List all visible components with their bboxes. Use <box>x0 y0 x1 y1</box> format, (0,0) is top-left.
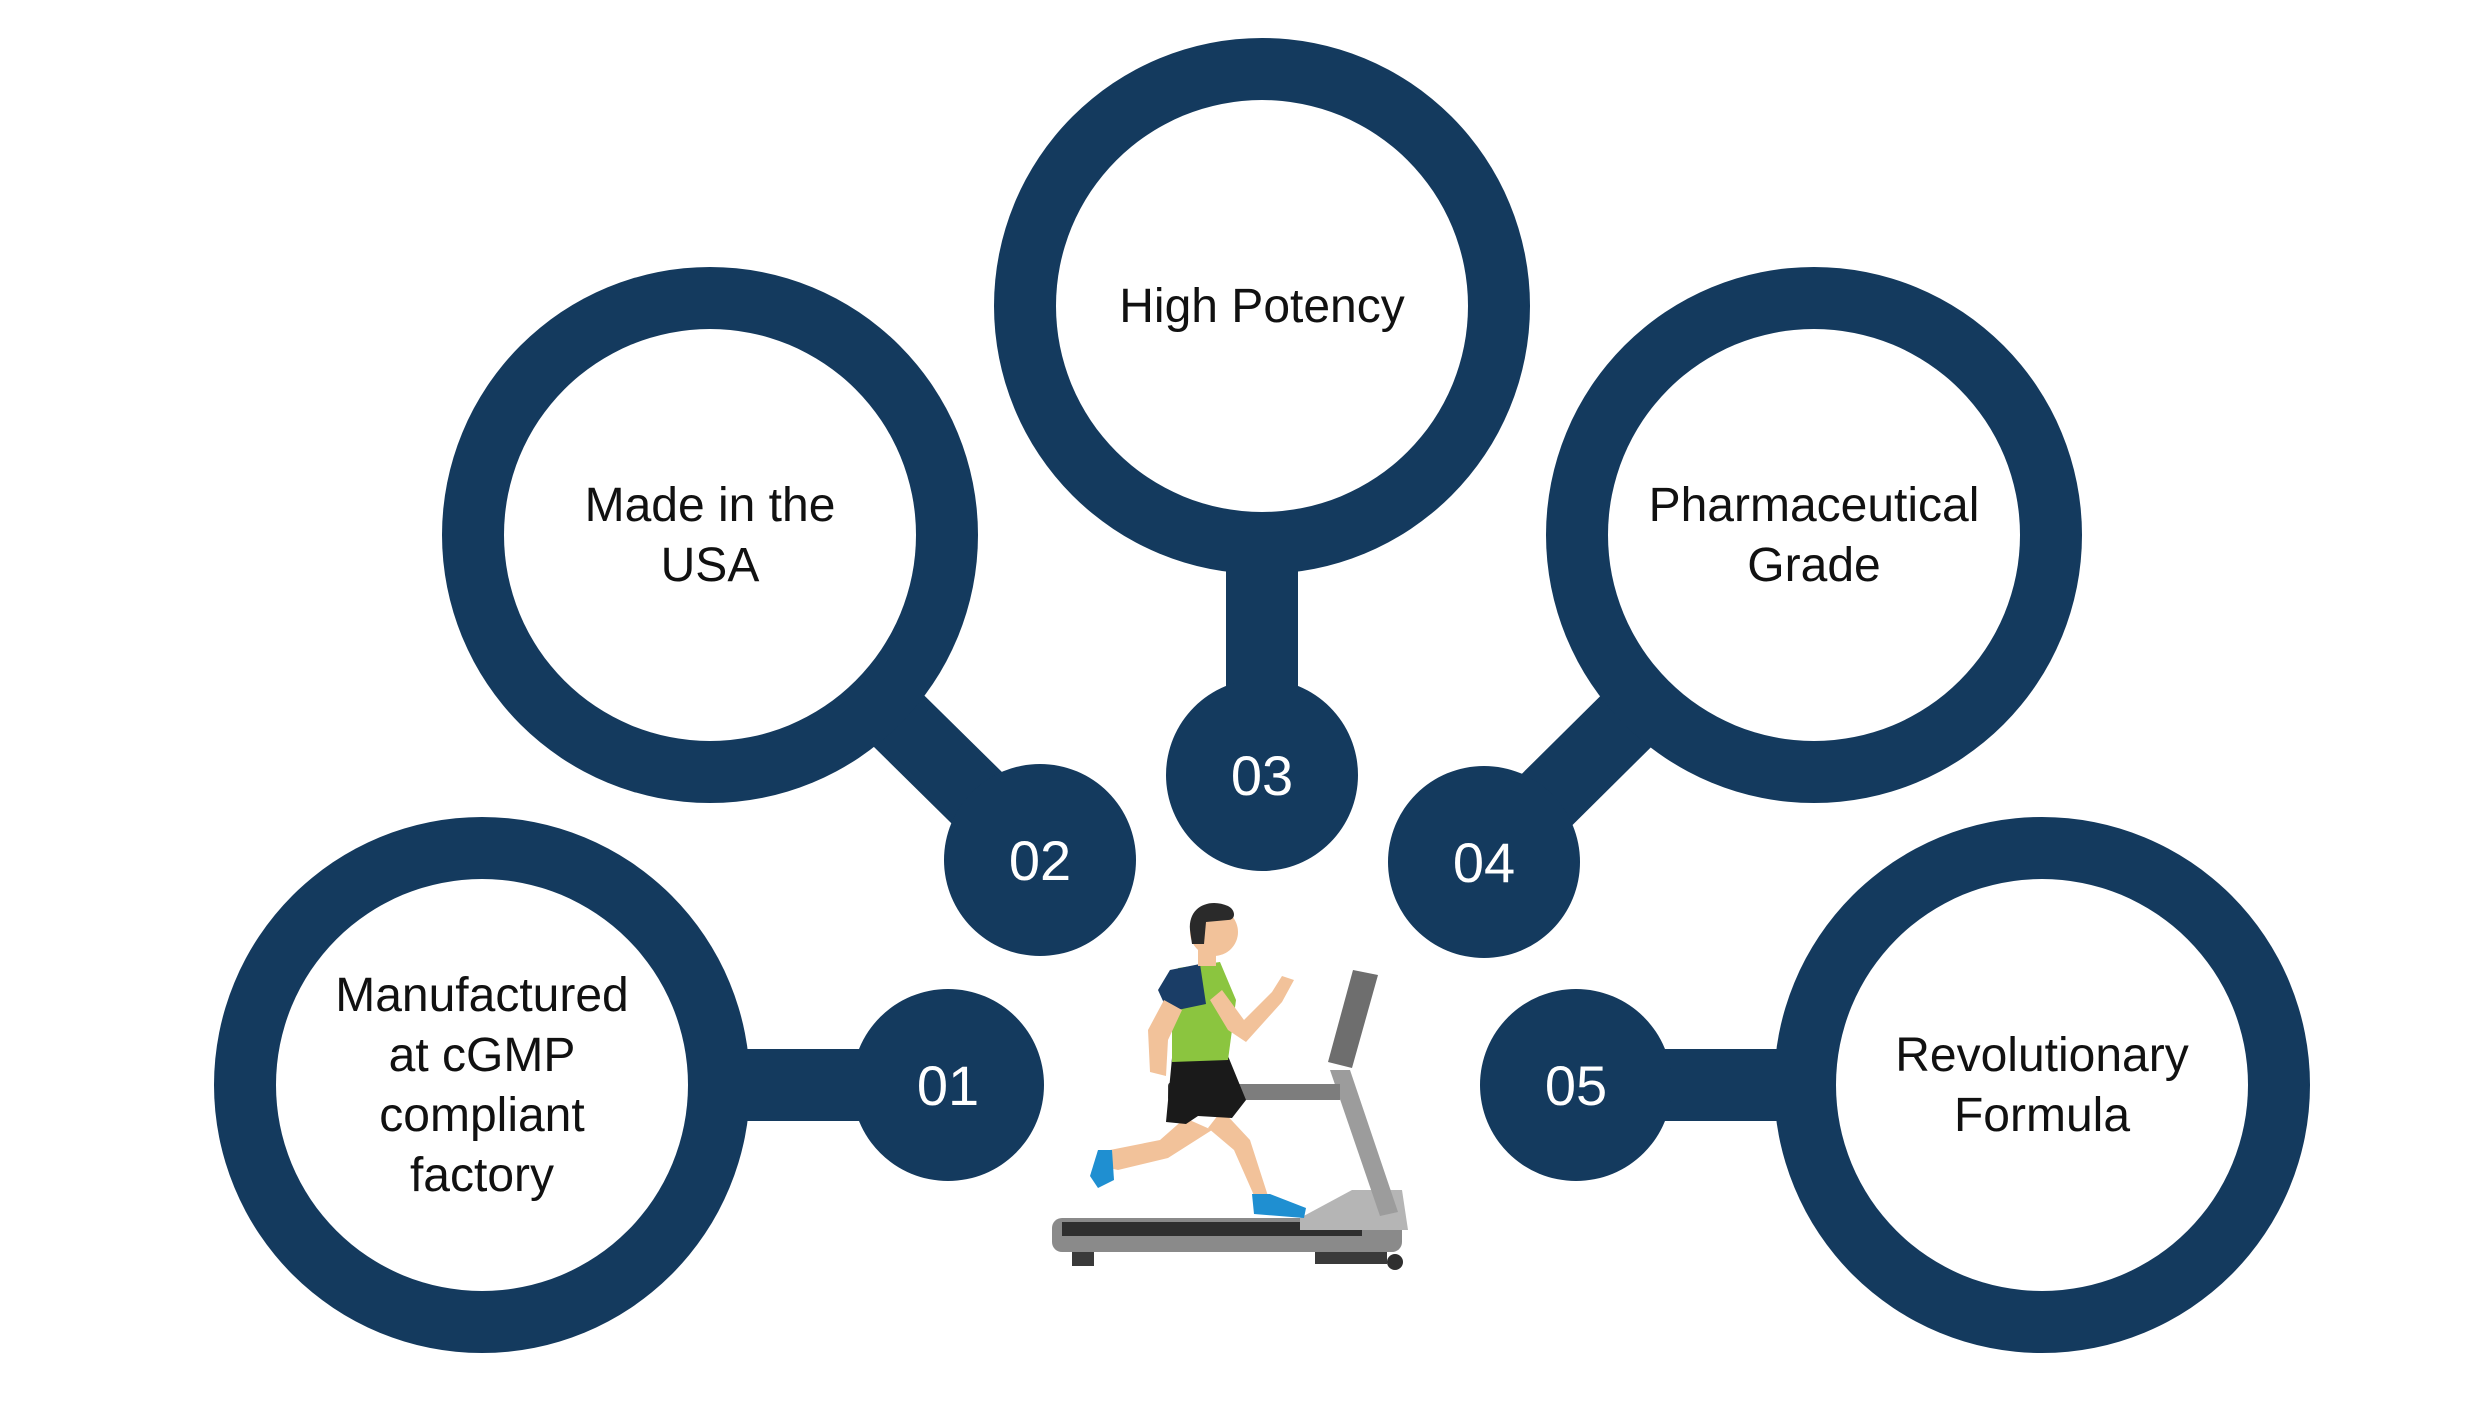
feature-inner-circle <box>1836 879 2248 1291</box>
feature-label-line: Grade <box>1747 539 1880 592</box>
runner-shorts <box>1166 1056 1246 1124</box>
feature-number-badge <box>944 764 1136 956</box>
feature-number-badge <box>1166 679 1358 871</box>
runner-shirt-sleeve <box>1158 964 1206 1012</box>
feature-label-line: Pharmaceutical <box>1649 479 1980 532</box>
feature-number: 04 <box>1453 831 1515 894</box>
feature-number-badge <box>852 989 1044 1181</box>
feature-inner-circle <box>504 329 916 741</box>
feature-number: 02 <box>1009 829 1071 892</box>
feature-01: 01 Manufactured at cGMP compliant factory <box>214 817 1044 1353</box>
treadmill-wheel <box>1387 1254 1403 1270</box>
feature-inner-circle <box>276 879 688 1291</box>
runner-front-leg <box>1208 1110 1268 1200</box>
feature-03: 03 High Potency <box>994 38 1530 871</box>
feature-label-line: Made in the <box>585 479 836 532</box>
feature-number-badge <box>1388 766 1580 958</box>
treadmill-belt <box>1062 1222 1362 1236</box>
feature-label-line: High Potency <box>1119 280 1405 333</box>
feature-number: 01 <box>917 1054 979 1117</box>
treadmill-foot-right <box>1315 1252 1387 1264</box>
treadmill-foot-left <box>1072 1252 1094 1266</box>
treadmill-upright <box>1330 1070 1398 1216</box>
feature-label-line: at cGMP <box>389 1029 576 1082</box>
runner-hair <box>1189 903 1234 944</box>
connector-01 <box>730 1049 872 1121</box>
connector-03 <box>1226 554 1298 699</box>
feature-bubbles: 01 Manufactured at cGMP compliant factory 02 M… <box>214 38 2310 1353</box>
runner-front-arm <box>1210 976 1294 1042</box>
feature-label-line: USA <box>661 539 760 592</box>
feature-number-badge <box>1480 989 1672 1181</box>
runner-back-shoe <box>1090 1150 1114 1188</box>
feature-inner-circle <box>1056 100 1468 512</box>
feature-label-line: Manufactured <box>335 969 629 1022</box>
feature-label-line: factory <box>410 1149 554 1202</box>
runner-back-arm <box>1148 1000 1182 1076</box>
runner-on-treadmill-icon <box>1052 903 1408 1270</box>
feature-number: 05 <box>1545 1054 1607 1117</box>
treadmill-console <box>1328 970 1378 1068</box>
runner-front-shoe <box>1252 1194 1306 1218</box>
feature-label-line: Formula <box>1954 1089 2130 1142</box>
feature-label-line: compliant <box>379 1089 584 1142</box>
feature-number: 03 <box>1231 744 1293 807</box>
connector-05 <box>1652 1049 1794 1121</box>
feature-label-line: Revolutionary <box>1895 1029 2188 1082</box>
feature-inner-circle <box>1608 329 2020 741</box>
runner-back-leg <box>1100 1118 1212 1170</box>
